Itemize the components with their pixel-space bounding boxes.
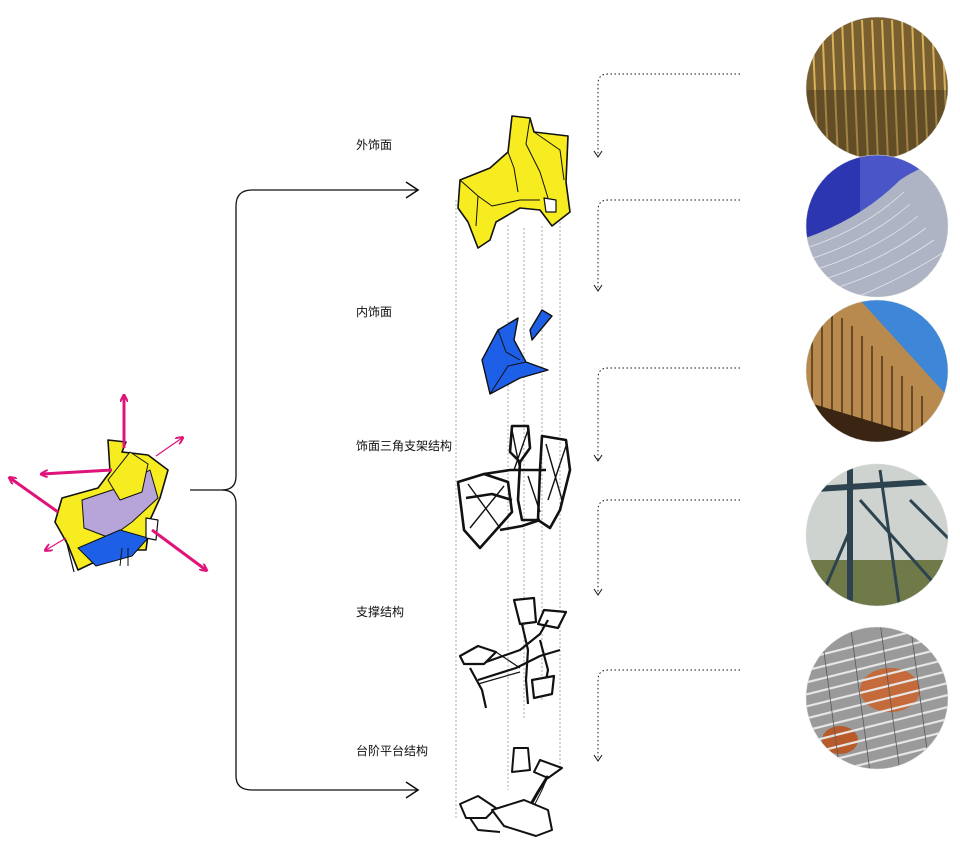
photo-timber-slat-stair	[806, 300, 948, 442]
bracket-lower-branch	[221, 489, 418, 791]
leader-arrowheads	[593, 150, 603, 762]
leader-arrow-3	[597, 367, 740, 460]
inner-facade-piece-main	[481, 317, 549, 395]
model-blue-underside	[77, 529, 149, 567]
magenta-arrow-left	[42, 468, 113, 474]
outer-facade-layer	[457, 115, 571, 249]
label-step-platform: 台阶平台结构	[356, 744, 429, 758]
label-outer-facade: 外饰面	[356, 138, 393, 152]
arrow-to-step-platform	[405, 781, 420, 799]
leader-arrow-1	[597, 73, 740, 156]
bracket-upper-branch	[190, 189, 418, 491]
assembled-model	[54, 439, 169, 573]
photo-golden-rod-screen	[806, 17, 948, 159]
magenta-arrow-right-up	[155, 438, 182, 457]
leader-arrow-5	[597, 669, 740, 760]
inner-facade-layer	[481, 309, 553, 395]
alignment-guides	[455, 200, 561, 820]
leader-arrow-2	[597, 199, 740, 290]
triangle-frame-layer	[456, 424, 572, 550]
magenta-arrow-left-up	[10, 478, 59, 514]
step-platform-layer	[459, 747, 563, 837]
photo-metal-mesh-facade	[806, 155, 948, 297]
magenta-arrow-right-down	[151, 528, 206, 570]
label-support-structure: 支撑结构	[356, 605, 405, 619]
explode-bracket	[190, 181, 420, 799]
inner-facade-piece-upper	[529, 309, 553, 341]
photo-steel-truss-structure	[806, 464, 948, 606]
support-structure-layer	[458, 596, 568, 709]
label-inner-facade: 内饰面	[356, 305, 393, 319]
leader-arrows	[597, 73, 740, 760]
label-triangle-frame: 饰面三角支架结构	[356, 439, 453, 453]
magenta-arrow-down-left	[46, 537, 67, 550]
outer-facade-shell	[457, 115, 571, 249]
arrow-to-outer-facade	[405, 181, 420, 199]
leader-arrow-4	[597, 499, 740, 594]
photo-steel-grating-platform	[806, 627, 948, 769]
exploded-direction-arrows	[10, 396, 206, 570]
